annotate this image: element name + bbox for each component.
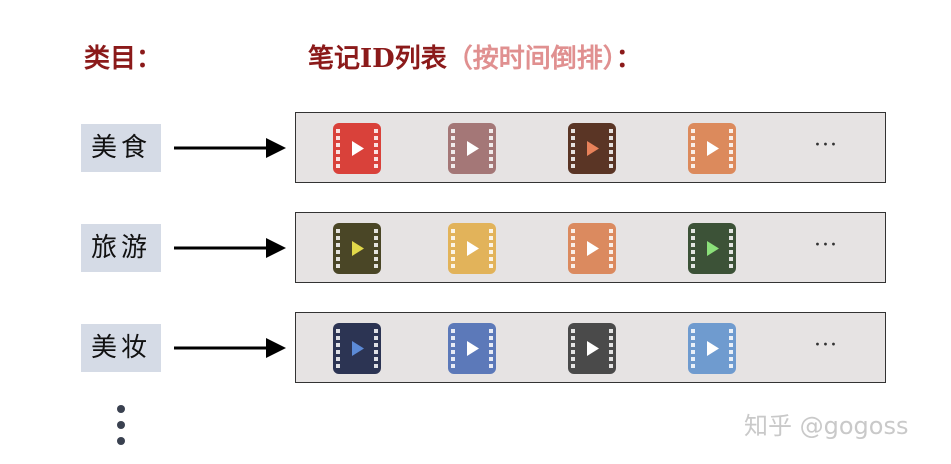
watermark: 知乎 @gogoss — [744, 412, 909, 440]
category-label: 美妆 — [81, 324, 161, 372]
note-id-panel: ··· — [295, 112, 886, 183]
more-notes-ellipsis: ··· — [814, 333, 838, 358]
video-note-icon — [333, 123, 381, 174]
more-notes-ellipsis: ··· — [814, 233, 838, 258]
video-note-icon — [688, 223, 736, 274]
video-note-icon — [448, 223, 496, 274]
video-note-icon — [568, 123, 616, 174]
video-note-icon — [568, 223, 616, 274]
video-note-icon — [448, 123, 496, 174]
category-label: 旅游 — [81, 224, 161, 272]
arrow-right-icon — [174, 338, 286, 358]
arrow-right-icon — [174, 138, 286, 158]
category-label: 美食 — [81, 124, 161, 172]
note-id-panel: ··· — [295, 212, 886, 283]
more-rows-icon — [117, 405, 125, 445]
arrow-right-icon — [174, 238, 286, 258]
video-note-icon — [448, 323, 496, 374]
note-id-list-title: 笔记ID列表 — [308, 44, 447, 74]
video-note-icon — [688, 323, 736, 374]
sort-note: （按时间倒排） — [446, 44, 616, 74]
video-note-icon — [333, 223, 381, 274]
note-id-list-colon: ： — [615, 44, 642, 74]
category-header: 类目： — [84, 44, 163, 74]
video-note-icon — [568, 323, 616, 374]
video-note-icon — [688, 123, 736, 174]
video-note-icon — [333, 323, 381, 374]
note-id-panel: ··· — [295, 312, 886, 383]
note-id-list-header: 笔记ID列表（按时间倒排）： — [308, 38, 642, 74]
more-notes-ellipsis: ··· — [814, 133, 838, 158]
